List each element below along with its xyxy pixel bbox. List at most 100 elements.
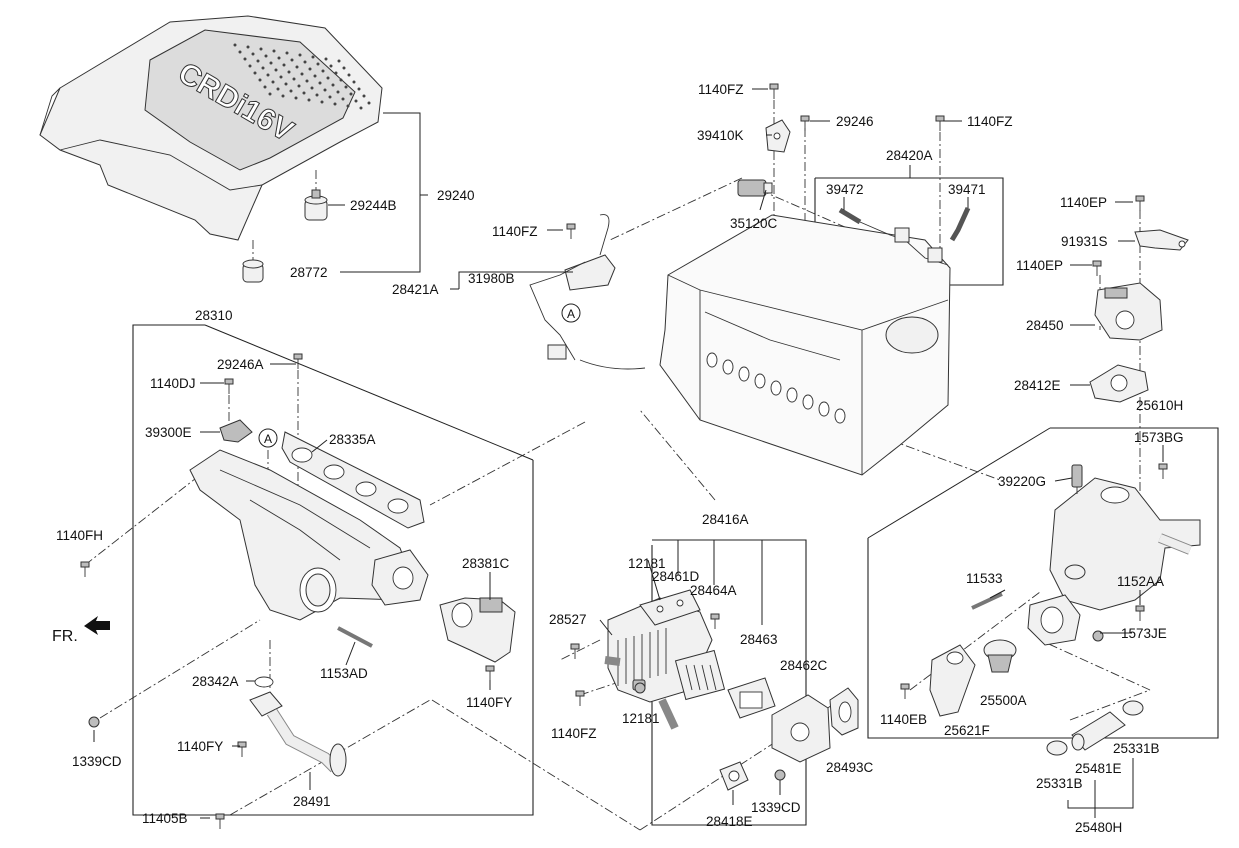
- callout-a-1: A: [561, 303, 581, 323]
- bolt: [1135, 195, 1145, 211]
- water-inlet-25621f: [929, 644, 976, 717]
- label-25480h: 25480H: [1075, 820, 1122, 835]
- vent-dot: [342, 66, 346, 70]
- bracket-39410k: [765, 119, 791, 153]
- gasket-28463: [727, 677, 776, 719]
- bolt: [935, 115, 945, 131]
- front-direction-arrow: FR.: [52, 616, 110, 645]
- nut: [774, 769, 786, 781]
- vent-dot: [339, 78, 343, 82]
- label-1140fz-a: 1140FZ: [698, 82, 744, 97]
- bracket-91931s: [1134, 229, 1189, 251]
- sensor-39300e: [219, 419, 253, 443]
- vent-dot: [243, 57, 247, 61]
- vent-dot: [271, 80, 275, 84]
- port-hole: [706, 352, 718, 368]
- label-31980b: 31980B: [468, 271, 515, 286]
- vent-dot: [233, 43, 237, 47]
- svg-text:A: A: [264, 432, 272, 446]
- label-29240: 29240: [437, 188, 475, 203]
- bolt: [800, 115, 810, 131]
- label-39471: 39471: [948, 182, 986, 197]
- label-29244b: 29244B: [350, 198, 397, 213]
- bracket-31980b: [529, 214, 646, 370]
- vent-dot: [352, 80, 356, 84]
- vent-dot: [268, 92, 272, 96]
- vent-dot: [316, 62, 320, 66]
- vent-dot: [246, 45, 250, 49]
- vent-dot: [305, 79, 309, 83]
- label-28461d: 28461D: [652, 569, 700, 584]
- group-boxes: [132, 165, 1219, 826]
- vent-dot: [248, 64, 252, 68]
- label-1140fy-b: 1140FY: [177, 739, 223, 754]
- svg-text:FR.: FR.: [52, 628, 78, 645]
- bolt: [80, 561, 90, 577]
- label-28421a: 28421A: [392, 282, 439, 297]
- bolt: [1158, 463, 1168, 479]
- label-28463: 28463: [740, 632, 778, 647]
- vent-dot: [272, 49, 276, 53]
- bolt-head: [1158, 463, 1168, 470]
- gasket-port: [387, 498, 409, 514]
- label-25331b-a: 25331B: [1113, 741, 1160, 756]
- bolt: [575, 690, 585, 706]
- egr-housing-28462c: [771, 694, 831, 763]
- label-12181-a: 12181: [628, 556, 666, 571]
- vent-dot: [311, 55, 315, 59]
- label-1152aa: 1152AA: [1117, 574, 1164, 589]
- vent-dot: [285, 51, 289, 55]
- label-39410k: 39410K: [697, 128, 744, 143]
- bolt-head: [570, 643, 580, 650]
- label-28491: 28491: [293, 794, 331, 809]
- label-28412e: 28412E: [1014, 378, 1061, 393]
- port-hole: [818, 401, 830, 417]
- label-1140ep-a: 1140EP: [1060, 195, 1107, 210]
- label-11533: 11533: [966, 571, 1003, 586]
- stud-1153ad: [337, 626, 373, 648]
- vent-dot: [346, 104, 350, 108]
- vent-dot: [307, 98, 311, 102]
- egr-valve-28450: [1094, 282, 1163, 341]
- pipe-assembly-28420a: [838, 206, 971, 266]
- vent-dot: [259, 47, 263, 51]
- port-hole: [722, 359, 734, 375]
- label-28527: 28527: [549, 612, 587, 627]
- label-1140fy-a: 1140FY: [466, 695, 512, 710]
- bolt-head: [900, 683, 910, 690]
- vent-dot: [326, 76, 330, 80]
- svg-text:A: A: [567, 307, 575, 321]
- vent-dot: [238, 50, 242, 54]
- vent-dot: [284, 82, 288, 86]
- label-1140dj: 1140DJ: [150, 376, 196, 391]
- vent-dot: [336, 90, 340, 94]
- callout-a-2: A: [258, 428, 278, 448]
- gasket-28418e: [719, 761, 749, 791]
- vent-dot: [349, 92, 353, 96]
- bolt-head: [215, 813, 225, 820]
- grommet-29244b: [304, 189, 328, 221]
- bolt: [570, 643, 580, 659]
- vent-dot: [298, 53, 302, 57]
- bolt-head: [575, 690, 585, 697]
- bolt-head: [710, 613, 720, 620]
- vent-dot: [354, 99, 358, 103]
- sensor-39220g: [1071, 464, 1083, 494]
- label-1140fz-b: 1140FZ: [967, 114, 1013, 129]
- vent-dot: [256, 59, 260, 63]
- stud-11533: [971, 592, 1003, 610]
- grommet-28772: [242, 259, 264, 283]
- vent-dot: [276, 87, 280, 91]
- plate-fin: [709, 664, 717, 691]
- label-1140fz-c: 1140FZ: [492, 224, 538, 239]
- port-hole: [754, 373, 766, 389]
- label-25500a: 25500A: [980, 693, 1027, 708]
- vent-dot: [359, 106, 363, 110]
- port-hole: [738, 366, 750, 382]
- label-25610h: 25610H: [1136, 398, 1183, 413]
- bolt-head: [1092, 260, 1102, 267]
- vent-dot: [274, 68, 278, 72]
- bolt: [1135, 605, 1145, 621]
- bolt-head: [485, 665, 495, 672]
- label-28335a: 28335A: [329, 432, 376, 447]
